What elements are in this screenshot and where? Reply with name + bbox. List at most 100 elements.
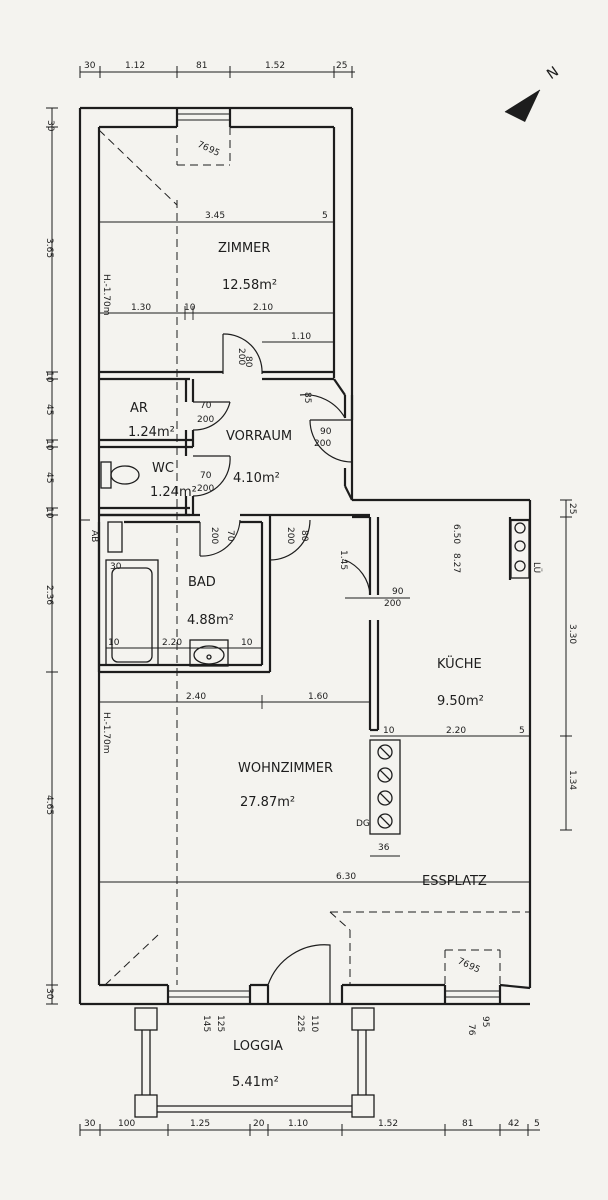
door-labels: 80 200 85 70 200 90 200 70 200 70 200 80… <box>197 348 404 609</box>
door-zimmer: 80 200 <box>236 348 253 368</box>
svg-text:95: 95 <box>206 145 221 159</box>
window-labels: 76 95 76 95 125 145 110 225 95 76 <box>196 140 490 1036</box>
kitchen-window-w: 6.50 <box>451 524 461 544</box>
toilet <box>100 461 140 489</box>
lue-label: LÜ <box>531 562 542 573</box>
loggia-structure <box>134 1007 375 1118</box>
window-loggia-door: 110 225 <box>295 1015 319 1032</box>
room-name-wohnzimmer: WOHNZIMMER <box>238 761 333 776</box>
inner-dim: 1.10 <box>291 332 311 342</box>
left-dim: 10 <box>44 439 54 451</box>
bottom-dim: 1.52 <box>378 1119 398 1129</box>
stove <box>510 519 530 579</box>
bottom-dim: 81 <box>462 1119 473 1129</box>
left-dimensions: 30 3.65 10 45 10 45 10 2.36 4.65 30 <box>44 120 55 1000</box>
svg-text:80: 80 <box>243 356 253 368</box>
door-kitchen-inner: 90 200 <box>384 587 404 609</box>
svg-text:225: 225 <box>295 1015 305 1032</box>
bottom-dim: 20 <box>253 1119 265 1129</box>
room-area-bad: 4.88m² <box>187 613 234 628</box>
window-kueche: 95 76 <box>466 1016 490 1036</box>
door-wc: 70 200 <box>197 471 214 494</box>
inner-dim: 5 <box>519 726 525 736</box>
inner-dim: 3.45 <box>205 211 225 221</box>
top-dim: 30 <box>84 61 96 71</box>
bottom-dim: 42 <box>508 1119 519 1129</box>
svg-text:200: 200 <box>285 527 295 544</box>
left-dim: 4.65 <box>44 795 54 815</box>
ab-cabinet <box>107 521 123 553</box>
bottom-dim: 30 <box>84 1119 96 1129</box>
window-essplatz: 76 95 <box>456 957 481 976</box>
bottom-dimensions: 30 100 1.25 20 1.10 1.52 81 42 5 <box>84 1119 540 1129</box>
dashed-lines <box>98 127 530 986</box>
right-dim: 25 <box>567 503 577 514</box>
room-area-wohnzimmer: 27.87m² <box>240 795 295 810</box>
top-dim: 81 <box>196 61 207 71</box>
height-label: H.-1.70m <box>101 274 111 316</box>
ab-label: AB <box>89 530 99 542</box>
inner-dim: 2.10 <box>253 303 273 313</box>
room-area-kueche: 9.50m² <box>437 694 484 709</box>
room-area-loggia: 5.41m² <box>232 1075 279 1090</box>
window-zimmer: 76 95 <box>196 140 221 159</box>
inner-dim: 30 <box>110 562 122 572</box>
fixtures <box>100 461 530 835</box>
inner-dim: 1.45 <box>338 550 348 570</box>
height-label: H.-1.70m <box>101 712 111 754</box>
right-dimensions: 25 3.30 1.34 <box>567 503 577 790</box>
svg-text:125: 125 <box>215 1015 225 1032</box>
left-dim: 30 <box>44 988 54 1000</box>
svg-text:90: 90 <box>320 427 332 437</box>
svg-text:95: 95 <box>467 962 482 976</box>
windows <box>80 113 500 998</box>
right-dim: 3.30 <box>567 624 577 644</box>
left-dim: 45 <box>44 404 54 415</box>
top-dimensions: 30 1.12 81 1.52 25 <box>84 61 347 71</box>
outer-dim-lines <box>46 66 572 1136</box>
room-area-vorraum: 4.10m² <box>233 471 280 486</box>
bottom-dim: 5 <box>534 1119 540 1129</box>
svg-text:200: 200 <box>384 599 401 609</box>
bottom-dim: 100 <box>118 1119 135 1129</box>
room-name-zimmer: ZIMMER <box>218 241 270 256</box>
room-area-zimmer: 12.58m² <box>222 278 277 293</box>
svg-text:76: 76 <box>196 140 211 154</box>
svg-text:95: 95 <box>480 1016 490 1027</box>
top-dim: 1.52 <box>265 61 285 71</box>
door-ar: 70 200 <box>197 401 214 425</box>
inner-dim: 36 <box>378 843 390 853</box>
room-name-ar: AR <box>130 401 148 416</box>
left-dim: 3.65 <box>44 238 54 258</box>
top-dim: 25 <box>336 61 347 71</box>
svg-text:76: 76 <box>456 957 471 971</box>
room-name-kueche: KÜCHE <box>437 655 482 672</box>
window-wohnzimmer: 125 145 <box>201 1015 225 1032</box>
inner-dim: 10 <box>184 303 196 313</box>
door-wohnzimmer: 80 200 <box>285 527 309 544</box>
inner-dim: 6.30 <box>336 872 356 882</box>
svg-text:70: 70 <box>200 471 212 481</box>
inner-dim: 2.20 <box>162 638 182 648</box>
north-label: N <box>544 64 562 83</box>
inner-dimension-labels: 3.45 5 1.30 10 2.10 1.10 30 10 2.20 10 2… <box>89 211 542 882</box>
room-name-vorraum: VORRAUM <box>226 429 292 444</box>
top-dim: 1.12 <box>125 61 145 71</box>
svg-text:200: 200 <box>236 348 246 365</box>
inner-dim: 2.20 <box>446 726 466 736</box>
svg-text:110: 110 <box>309 1015 319 1032</box>
room-labels: ZIMMER 12.58m² AR 1.24m² VORRAUM 4.10m² … <box>128 241 487 1090</box>
svg-text:90: 90 <box>392 587 404 597</box>
svg-text:200: 200 <box>314 439 331 449</box>
room-name-essplatz: ESSPLATZ <box>422 874 487 889</box>
svg-text:200: 200 <box>209 527 219 544</box>
inner-dim: 1.60 <box>308 692 328 702</box>
door-swings <box>192 333 371 1004</box>
left-dim: 10 <box>44 507 54 519</box>
svg-text:80: 80 <box>299 530 309 542</box>
inner-dim: 2.40 <box>186 692 206 702</box>
room-name-wc: WC <box>152 461 174 476</box>
left-dim: 10 <box>44 371 54 383</box>
walls <box>78 106 532 1006</box>
